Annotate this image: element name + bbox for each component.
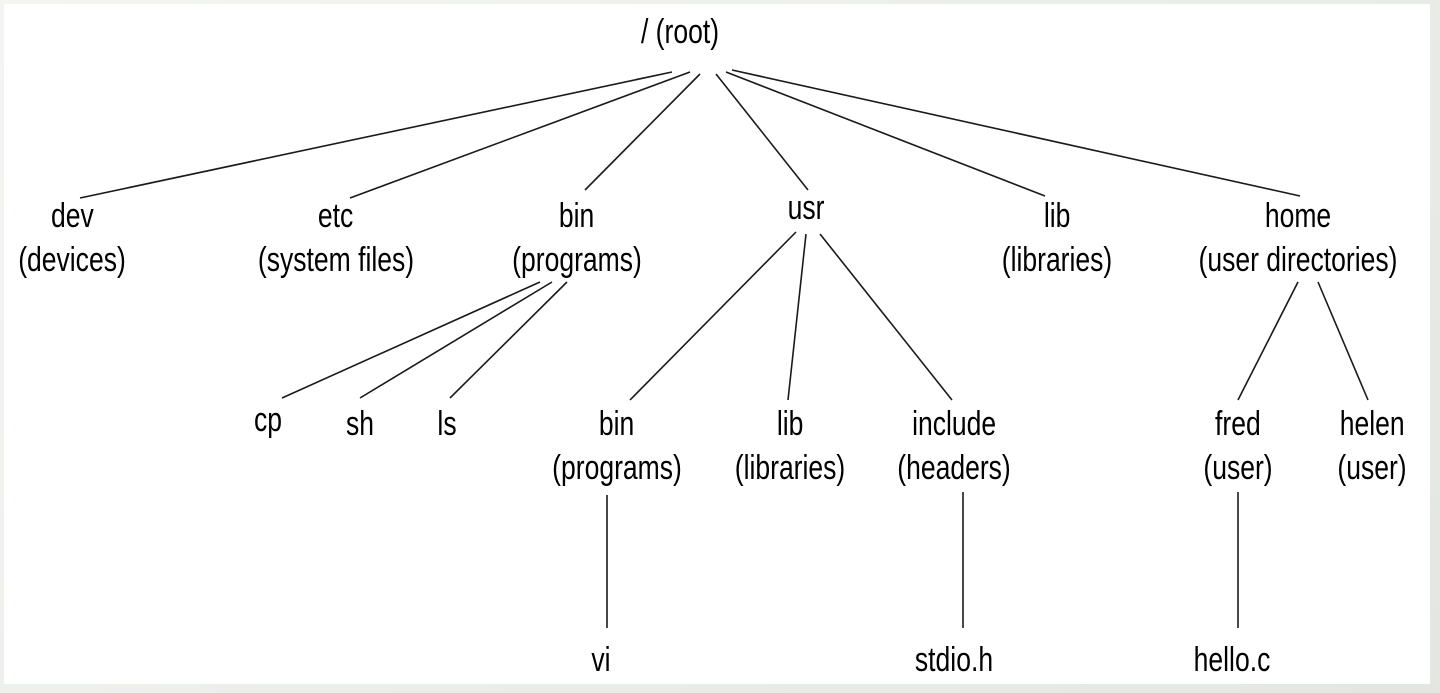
node-usr-include: include (headers) xyxy=(881,402,1027,490)
node-cp: cp xyxy=(250,398,286,442)
node-usr-bin-name: bin xyxy=(599,405,635,443)
node-usr-lib: lib (libraries) xyxy=(719,402,861,490)
node-usr-bin: bin (programs) xyxy=(534,402,700,490)
node-etc-name: etc xyxy=(318,197,354,235)
node-bin-name: bin xyxy=(559,197,595,235)
edge-usr-include xyxy=(819,233,953,401)
node-etc: etc (system files) xyxy=(236,194,436,282)
edge-usr-bin xyxy=(629,231,797,401)
node-fred: fred (user) xyxy=(1194,402,1283,490)
node-vi: vi xyxy=(589,638,614,682)
edge-root-home xyxy=(731,69,1301,197)
node-root: / (root) xyxy=(630,10,730,54)
node-bin: bin (programs) xyxy=(494,194,660,282)
node-ls: ls xyxy=(435,402,460,446)
node-usr-lib-name: lib xyxy=(776,405,804,443)
node-helen-desc: (user) xyxy=(1337,449,1407,487)
edge-root-usr xyxy=(715,73,809,191)
edge-root-etc xyxy=(349,71,691,199)
node-lib-desc: (libraries) xyxy=(1001,241,1113,279)
node-dev: dev (devices) xyxy=(3,194,141,282)
edge-bin-sh xyxy=(359,281,553,399)
node-dev-name: dev xyxy=(50,197,94,235)
node-home: home (user directories) xyxy=(1170,194,1425,282)
node-usr-lib-desc: (libraries) xyxy=(734,449,846,487)
node-usr-bin-desc: (programs) xyxy=(552,449,682,487)
node-hello-c: hello.c xyxy=(1183,638,1281,682)
node-ls-name: ls xyxy=(437,405,457,443)
node-helen-name: helen xyxy=(1339,405,1405,443)
edge-root-dev xyxy=(79,71,673,199)
node-hello-c-name: hello.c xyxy=(1193,641,1271,679)
node-sh: sh xyxy=(342,402,378,446)
edge-root-bin xyxy=(584,73,701,191)
node-root-label: / (root) xyxy=(640,13,720,51)
node-usr-name: usr xyxy=(787,189,825,227)
node-sh-name: sh xyxy=(345,405,375,443)
node-usr: usr xyxy=(782,186,829,230)
edge-usr-lib xyxy=(787,233,807,401)
diagram-panel xyxy=(4,4,1430,684)
node-dev-desc: (devices) xyxy=(18,241,126,279)
edge-home-fred xyxy=(1237,281,1299,401)
edge-bin-ls xyxy=(449,281,568,399)
node-fred-desc: (user) xyxy=(1203,449,1273,487)
node-helen: helen (user) xyxy=(1328,402,1417,490)
node-usr-include-name: include xyxy=(911,405,997,443)
node-home-desc: (user directories) xyxy=(1198,241,1398,279)
node-fred-name: fred xyxy=(1215,405,1261,443)
node-lib-name: lib xyxy=(1043,197,1071,235)
node-home-name: home xyxy=(1264,197,1332,235)
edge-home-helen xyxy=(1317,281,1369,401)
node-usr-include-desc: (headers) xyxy=(897,449,1011,487)
node-stdio-h: stdio.h xyxy=(904,638,1004,682)
edge-bin-cp xyxy=(281,281,541,399)
node-stdio-h-name: stdio.h xyxy=(914,641,994,679)
node-cp-name: cp xyxy=(253,401,283,439)
node-etc-desc: (system files) xyxy=(257,241,415,279)
node-vi-name: vi xyxy=(591,641,611,679)
node-bin-desc: (programs) xyxy=(512,241,642,279)
node-lib: lib (libraries) xyxy=(986,194,1128,282)
edge-root-lib xyxy=(725,71,1046,197)
